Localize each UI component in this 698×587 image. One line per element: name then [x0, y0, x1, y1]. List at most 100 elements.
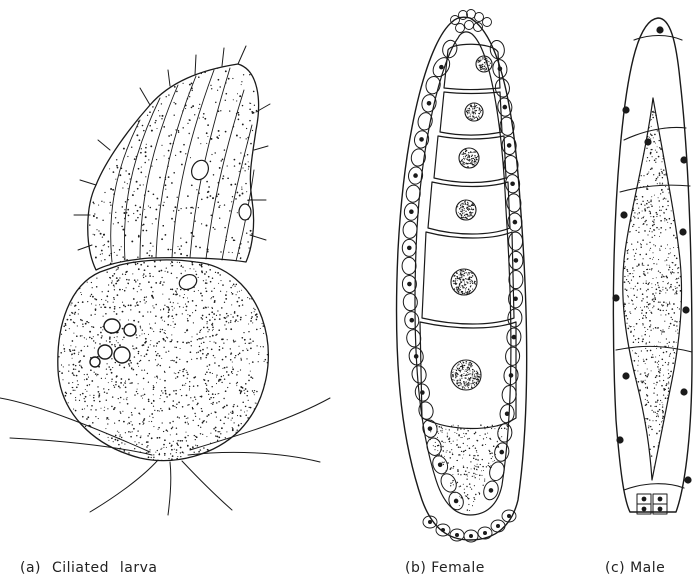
- somatic-nucleus: [620, 211, 627, 218]
- tail-nucleus: [642, 497, 647, 502]
- cap-cell: [483, 18, 492, 27]
- follicle-cell: [508, 232, 522, 251]
- body-vacuole: [104, 319, 120, 333]
- lobe-vacuole: [189, 158, 212, 183]
- nucleus-stipple: [453, 270, 476, 295]
- follicle-cell: [489, 40, 505, 60]
- follicle-nucleus: [510, 181, 515, 186]
- follicle-nucleus: [439, 65, 444, 70]
- larva-filament: [168, 462, 171, 515]
- cilia-row: [111, 120, 140, 262]
- larva-filament: [190, 398, 330, 450]
- cilium: [140, 88, 150, 105]
- body-septum: [624, 484, 684, 490]
- follicle-nucleus: [514, 258, 519, 263]
- tail-nucleus: [642, 507, 647, 512]
- basal-nucleus: [496, 524, 500, 528]
- caption-male: (c) Male: [605, 560, 665, 576]
- cilium: [80, 180, 96, 185]
- egg-chamber: [420, 322, 516, 429]
- cap-cell: [459, 11, 468, 20]
- follicle-nucleus: [489, 488, 494, 493]
- follicle-nucleus: [409, 318, 414, 323]
- follicle-nucleus: [507, 143, 512, 148]
- follicle-nucleus: [513, 220, 518, 225]
- larva-filament: [10, 438, 152, 455]
- testis-outline: [623, 98, 682, 480]
- follicle-nucleus: [454, 499, 459, 504]
- follicle-nucleus: [419, 137, 424, 142]
- body-vacuole: [124, 324, 136, 336]
- body-septum: [616, 346, 692, 352]
- follicle-nucleus: [438, 463, 443, 468]
- female-drawing: [397, 10, 527, 543]
- ciliated-larva-drawing: [0, 46, 330, 515]
- follicle-nucleus: [427, 101, 432, 106]
- body-vacuole: [114, 347, 130, 363]
- somatic-nucleus: [622, 106, 629, 113]
- egg-chamber: [422, 232, 514, 324]
- larva-filament: [182, 461, 232, 510]
- basal-nucleus: [469, 534, 473, 538]
- somatic-nucleus: [679, 228, 686, 235]
- follicle-nucleus: [407, 282, 412, 287]
- cilia-row: [140, 85, 178, 259]
- body-vacuole: [177, 272, 199, 292]
- tail-nucleus: [658, 507, 663, 512]
- egg-chamber: [440, 92, 502, 135]
- nucleus-stipple: [466, 104, 482, 120]
- caption-ciliated-larva: (a) Ciliated larva: [20, 560, 158, 576]
- caption-female: (b) Female: [405, 560, 485, 576]
- nucleus-stipple: [457, 201, 474, 219]
- basal-nucleus: [483, 531, 487, 535]
- testis-stipple: [623, 100, 681, 467]
- body-septum: [620, 185, 690, 192]
- cap-cell: [475, 13, 484, 22]
- somatic-nucleus: [680, 388, 687, 395]
- follicle-cell: [403, 221, 418, 239]
- body-vacuole: [98, 345, 112, 359]
- somatic-nucleus: [612, 294, 619, 301]
- somatic-nucleus: [616, 436, 623, 443]
- larva-filament: [90, 460, 158, 512]
- follicle-cell: [411, 365, 428, 384]
- nucleus-stipple: [452, 361, 480, 389]
- follicle-nucleus: [414, 354, 419, 359]
- somatic-nucleus: [684, 476, 691, 483]
- somatic-nucleus: [682, 306, 689, 313]
- follicle-cell: [406, 329, 422, 348]
- basal-nucleus: [507, 514, 511, 518]
- follicle-nucleus: [413, 173, 418, 178]
- follicle-nucleus: [509, 373, 514, 378]
- follicle-nucleus: [428, 426, 433, 431]
- somatic-nucleus: [622, 372, 629, 379]
- body-vacuole: [90, 357, 100, 367]
- cap-cell: [456, 24, 465, 33]
- follicle-cell: [509, 270, 523, 288]
- somatic-nucleus: [644, 138, 651, 145]
- follicle-cell: [402, 257, 416, 274]
- follicle-nucleus: [409, 209, 414, 214]
- cilium: [254, 146, 268, 150]
- follicle-cell: [497, 423, 513, 443]
- larva-filament: [0, 398, 150, 452]
- tail-nucleus: [658, 497, 663, 502]
- follicle-nucleus: [505, 411, 510, 416]
- lobe-vacuole: [239, 204, 251, 220]
- cilium: [168, 70, 170, 86]
- cilium: [98, 140, 110, 150]
- follicle-nucleus: [499, 450, 504, 455]
- basal-nucleus: [455, 533, 459, 537]
- somatic-nucleus: [656, 26, 663, 33]
- larva-filament: [188, 452, 320, 462]
- male-drawing: [612, 18, 692, 514]
- follicle-nucleus: [420, 390, 425, 395]
- cap-cell: [465, 21, 474, 30]
- basal-nucleus: [441, 528, 445, 532]
- somatic-nucleus: [680, 156, 687, 163]
- follicle-cell: [505, 347, 520, 366]
- follicle-nucleus: [407, 246, 412, 251]
- cilium: [238, 46, 246, 64]
- follicle-nucleus: [503, 105, 508, 110]
